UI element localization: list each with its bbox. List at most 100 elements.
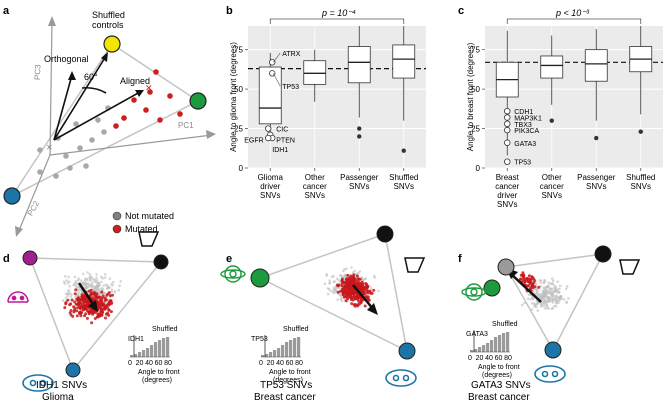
background-point <box>338 293 342 297</box>
box <box>540 55 564 79</box>
mutated-sample-point <box>107 291 111 295</box>
pc2-label: PC2 <box>26 199 42 217</box>
mutated-sample-point <box>367 289 371 293</box>
mutated-sample-point <box>75 314 79 318</box>
simplex-triangle-e <box>258 233 409 353</box>
background-point <box>535 283 538 286</box>
gene-label: CIC <box>276 127 288 134</box>
vertex-green <box>189 92 207 110</box>
x-category-label-line: SNVs <box>631 182 651 191</box>
background-point <box>527 293 531 297</box>
significance-bracket <box>506 18 642 24</box>
mutated-sample-point <box>360 299 363 303</box>
non-mutated-centroid-marker: ✕ <box>46 143 53 152</box>
pc-axes <box>17 19 213 234</box>
mutated-point <box>177 111 183 117</box>
background-point <box>330 275 334 279</box>
background-point <box>101 288 105 292</box>
background-point <box>99 275 103 279</box>
background-point <box>83 279 87 283</box>
label-aligned: Aligned <box>120 76 150 86</box>
background-point <box>544 290 548 294</box>
x-category-label-line: Other <box>542 173 562 182</box>
histogram-bar <box>293 338 297 357</box>
histogram-bar <box>158 340 162 357</box>
mutated-sample-point <box>108 294 112 298</box>
mutated-sample-point <box>531 282 534 286</box>
shuffled-arrowhead <box>101 52 108 62</box>
histogram-bar <box>146 348 150 357</box>
mutated-sample-point <box>363 292 367 296</box>
mutated-sample-point <box>84 295 88 299</box>
histogram-bar <box>261 355 265 357</box>
vertex-yellow <box>103 35 121 53</box>
mutated-point <box>153 69 159 75</box>
mutated-sample-point <box>73 292 77 296</box>
background-point <box>326 287 330 290</box>
background-point <box>98 288 101 292</box>
histogram-tick-label: 60 <box>286 360 294 367</box>
histogram-bar <box>138 352 142 357</box>
vertex-blue <box>3 187 21 205</box>
x-category-label-line: Passenger <box>577 173 616 182</box>
labeled-gene-point <box>504 139 511 146</box>
background-point <box>548 292 551 295</box>
background-point <box>567 297 570 300</box>
mutated-sample-point <box>99 301 103 305</box>
panel-a-points: ✕✕ <box>37 69 183 179</box>
histogram-xlabel-line: (degrees) <box>482 372 512 379</box>
panel-d-title: IDH1 SNVs <box>36 380 87 391</box>
outlier-point <box>357 126 362 131</box>
background-point <box>103 273 107 276</box>
histogram-bar <box>269 352 273 357</box>
background-point <box>339 297 343 301</box>
x-category-label-line: SNVs <box>349 182 369 191</box>
y-tick-label: 0 <box>476 164 481 173</box>
mutated-sample-point <box>340 282 344 286</box>
mutated-sample-point <box>92 298 96 302</box>
mutated-sample-point <box>87 312 91 316</box>
background-point <box>95 276 98 280</box>
mutated-sample-point <box>355 274 359 278</box>
x-category-label-line: SNVs <box>542 191 562 200</box>
pc1-arrowhead <box>206 130 216 139</box>
background-point <box>551 282 554 286</box>
panel-c-ylabel: Angle to breast front (degrees) <box>466 42 475 151</box>
mutated-sample-point <box>529 278 533 282</box>
background-point <box>530 302 534 305</box>
background-point <box>84 282 88 285</box>
background-point <box>332 286 336 289</box>
significance-bracket <box>269 18 405 24</box>
x-category-label-line: driver <box>260 182 280 191</box>
mutated-sample-point <box>350 276 354 280</box>
labeled-gene-point <box>265 125 272 132</box>
background-point <box>108 277 112 281</box>
vertex-green-f <box>483 279 501 297</box>
mutated-point <box>113 123 119 129</box>
box <box>347 46 371 84</box>
stem-cell-icon-f <box>461 283 487 301</box>
not-mutated-point <box>101 129 107 135</box>
labeled-gene-point <box>504 158 511 165</box>
background-point <box>328 279 332 283</box>
panel-label-a: a <box>3 5 10 17</box>
mutated-sample-point <box>83 305 87 309</box>
histogram-tick-label: 60 <box>495 355 503 362</box>
mutated-sample-point <box>79 302 83 306</box>
gene-label: GATA3 <box>514 141 536 148</box>
background-point <box>542 281 546 285</box>
mutated-sample-point <box>72 310 76 314</box>
histogram-bar <box>277 348 281 357</box>
legend-not-mutated-swatch <box>112 211 122 221</box>
box <box>392 44 416 79</box>
background-point <box>556 280 560 284</box>
background-point <box>538 292 541 296</box>
histogram-bar <box>498 335 502 352</box>
background-point <box>67 275 70 279</box>
